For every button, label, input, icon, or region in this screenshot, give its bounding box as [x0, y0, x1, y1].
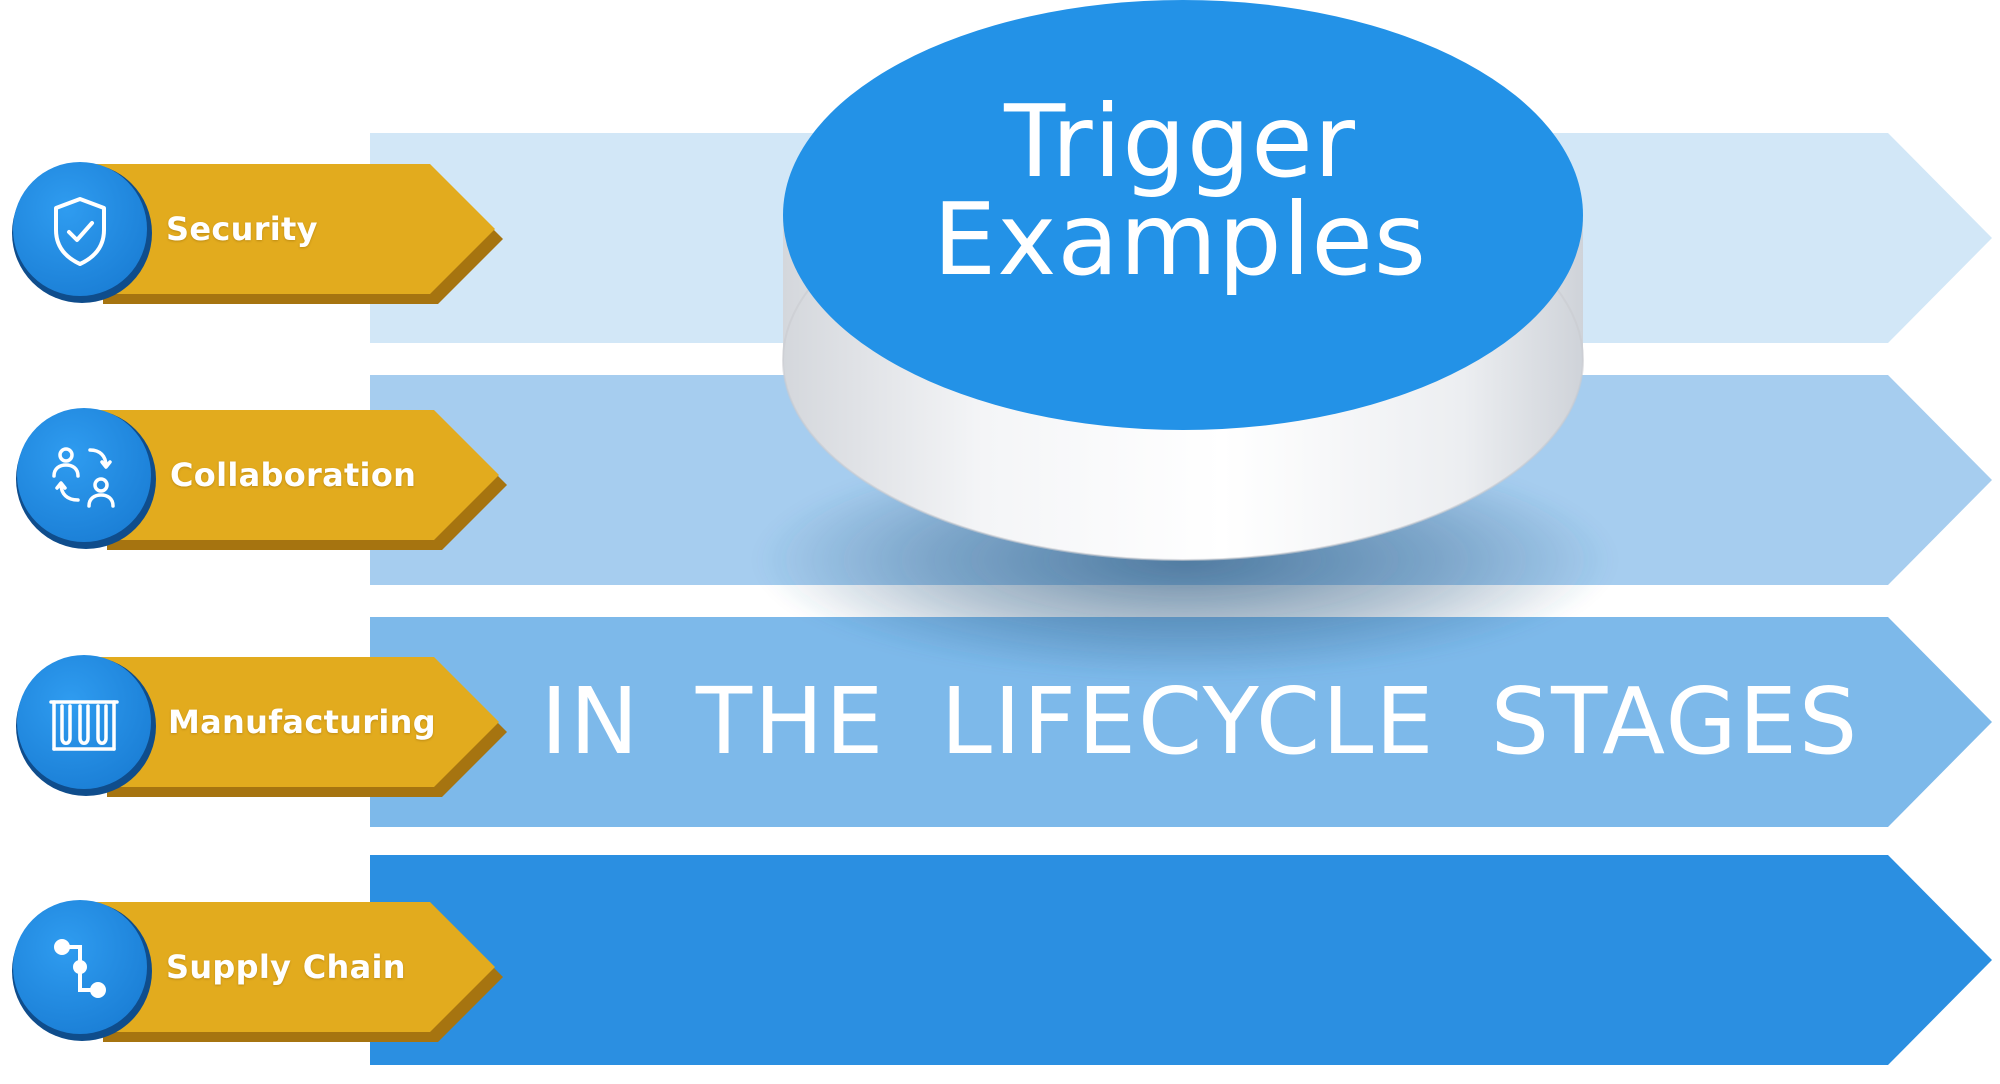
- item-label-security: Security: [166, 210, 318, 248]
- band-3: [370, 617, 1992, 827]
- test-tubes-icon: [49, 700, 119, 751]
- item-label-collaboration: Collaboration: [170, 456, 417, 494]
- item-label-supply-chain: Supply Chain: [166, 948, 406, 986]
- title-line-2: Examples: [933, 181, 1427, 298]
- shield-check-icon: [54, 197, 106, 266]
- title-line-1: Trigger: [1004, 83, 1356, 200]
- band-4: [370, 855, 1992, 1065]
- title-disk: [782, 0, 1584, 561]
- item-security: [12, 162, 503, 304]
- item-manufacturing: [16, 655, 507, 797]
- lifecycle-subtitle: IN THE LIFECYCLE STAGES: [540, 668, 1860, 775]
- item-label-manufacturing: Manufacturing: [168, 703, 436, 741]
- item-collaboration: [16, 408, 507, 550]
- flow-nodes-icon: [54, 939, 106, 998]
- people-switch-icon: [52, 447, 115, 508]
- item-supply-chain: [12, 900, 503, 1042]
